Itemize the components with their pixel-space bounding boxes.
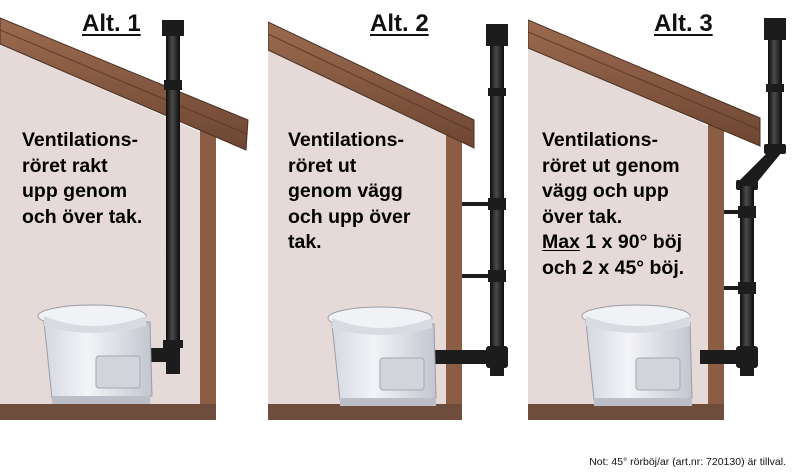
pipe-joint	[488, 198, 506, 210]
alt-3-title: Alt. 3	[654, 10, 713, 37]
wall-bracket	[462, 274, 504, 278]
roof-edge	[0, 29, 248, 135]
pipe-joint	[488, 270, 506, 282]
pipe-joint	[738, 282, 756, 294]
max-rest: 1 x 90° böj	[579, 231, 683, 253]
toilet	[581, 304, 693, 406]
roof-collar	[164, 80, 182, 90]
pipe-joint	[764, 144, 786, 154]
description-line: Ventilations-	[22, 129, 138, 151]
pipe-joint	[766, 84, 784, 92]
roof	[528, 19, 761, 147]
description-line: upp genom	[22, 180, 128, 202]
panel-alt-1: Alt. 1 Ventilations- röret rakt upp geno…	[0, 0, 260, 474]
house-illustration-alt-3	[528, 18, 786, 420]
description-line: och upp över	[288, 205, 411, 228]
roof	[268, 21, 475, 149]
pipe-cap	[764, 18, 786, 40]
description-line: och 2 x 45° böj.	[542, 256, 685, 279]
house-illustration-alt-1	[0, 17, 249, 420]
description-line: röret rakt	[22, 154, 108, 177]
pipe-cap	[162, 20, 184, 36]
pipe-elbow	[486, 346, 508, 368]
pipe-drain	[490, 366, 504, 376]
description-line: röret ut genom	[542, 154, 680, 177]
vent-pipe-lower	[740, 186, 754, 372]
house-illustration-alt-2	[268, 21, 508, 420]
toilet	[327, 306, 437, 406]
description-line: genom vägg	[288, 180, 403, 202]
outer-wall	[200, 128, 216, 418]
roof-edge	[268, 33, 475, 133]
description-line: över tak.	[542, 205, 623, 228]
panel-alt-2: Alt. 2 Ventilations- röret ut genom vägg…	[268, 0, 530, 474]
pipe-joint	[163, 340, 183, 348]
max-word: Max	[542, 231, 580, 253]
alt-2-description: Ventilations- röret ut genom vägg och up…	[288, 128, 410, 256]
description-line-max: Max 1 x 90° böj	[542, 230, 684, 256]
description-line: vägg och upp	[542, 180, 669, 202]
toilet	[37, 304, 153, 404]
pipe-elbow	[736, 346, 758, 368]
alt-1-description: Ventilations- röret rakt upp genom och ö…	[22, 128, 142, 230]
floor	[268, 404, 462, 420]
alt-2-title: Alt. 2	[370, 10, 429, 37]
pipe-cap	[486, 24, 508, 46]
pipe-45-bend	[740, 146, 782, 186]
panel-alt-3: Alt. 3 Ventilations- röret ut genom vägg…	[528, 0, 800, 474]
description-line: och över tak.	[22, 205, 143, 228]
pipe-joint	[738, 206, 756, 218]
pipe-elbow	[148, 348, 180, 362]
description-line: röret ut	[288, 154, 357, 177]
pipe-drain	[740, 366, 754, 376]
vent-pipe	[166, 22, 180, 374]
outer-wall	[446, 124, 462, 418]
wall-bracket	[462, 202, 504, 206]
roof-edge	[528, 31, 761, 131]
floor	[0, 404, 216, 420]
floor	[528, 404, 724, 420]
pipe-drain	[166, 360, 180, 374]
alt-1-title: Alt. 1	[82, 10, 141, 37]
pipe-through-wall	[418, 350, 504, 364]
pipe-joint	[488, 88, 506, 96]
outer-wall	[708, 122, 724, 418]
footnote: Not: 45° rörböj/ar (art.nr: 720130) är t…	[589, 456, 786, 468]
description-line: Ventilations-	[542, 129, 658, 151]
alt-3-description: Ventilations- röret ut genom vägg och up…	[542, 128, 684, 281]
description-line: Ventilations-	[288, 129, 404, 151]
description-line: tak.	[288, 231, 322, 253]
